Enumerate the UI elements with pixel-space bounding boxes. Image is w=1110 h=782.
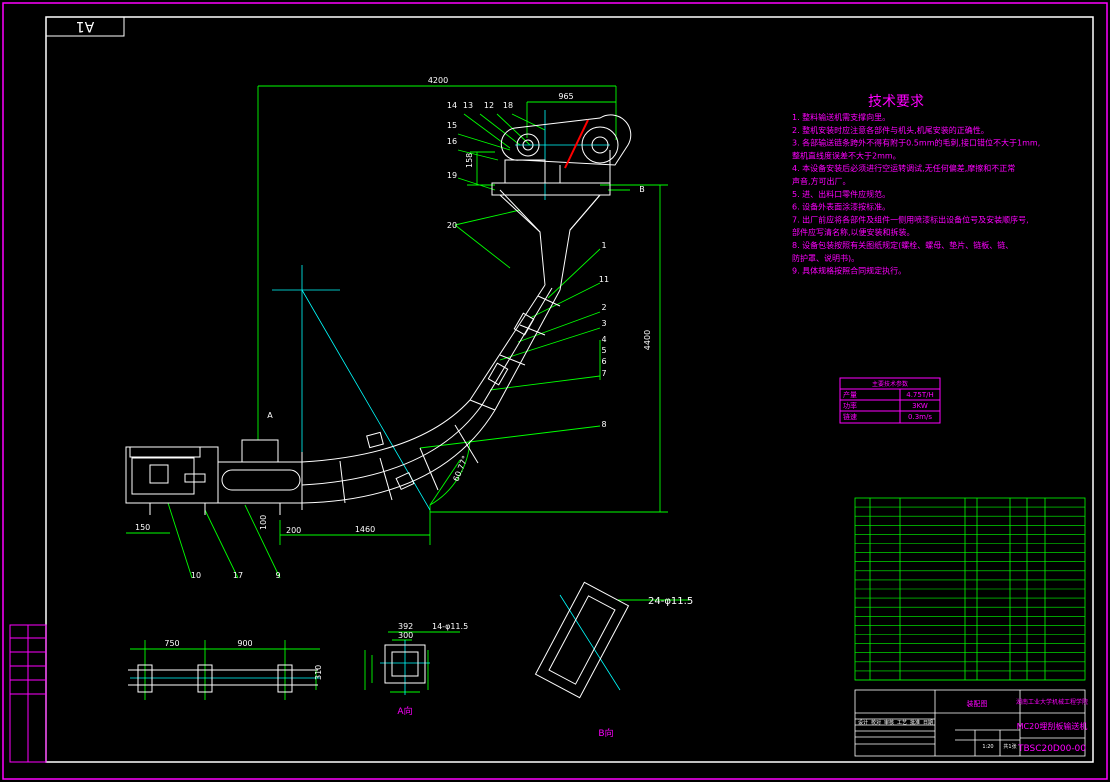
param-name: 功率 bbox=[843, 401, 857, 410]
drawing-name: MC20埋刮板输送机 bbox=[1017, 721, 1088, 731]
balloon-5: 5 bbox=[601, 346, 606, 355]
dim-300: 300 bbox=[398, 631, 413, 640]
dimension-texts: 4200 965 4400 150 100 200 1460 750 900 3… bbox=[135, 76, 693, 680]
dim-200: 200 bbox=[286, 526, 301, 535]
tech-lines: 1. 整料输送机需支撑向里。 2. 整机安装时应注意各部件与机头,机尾安装的正确性… bbox=[792, 112, 1040, 276]
balloon-3: 3 bbox=[601, 319, 606, 328]
tech-line: 8. 设备包装按照有关图纸规定(螺栓、螺母、垫片、链板、链、 bbox=[792, 240, 1013, 250]
dim-1460: 1460 bbox=[355, 525, 375, 534]
balloon-6: 6 bbox=[601, 357, 606, 366]
dim-150: 150 bbox=[135, 523, 150, 532]
dim-14-holes: 14-φ11.5 bbox=[432, 622, 468, 631]
dim-750: 750 bbox=[164, 639, 179, 648]
conveyor-body bbox=[125, 114, 632, 699]
balloon-4: 4 bbox=[601, 335, 606, 344]
sheet-count: 共1张 bbox=[1003, 743, 1016, 750]
title-block-label: 校对 bbox=[871, 719, 881, 726]
drawing-number: TBSC20D00-00 bbox=[1017, 744, 1086, 754]
tech-line: 9. 具体规格按照合同规定执行。 bbox=[792, 266, 906, 276]
tech-line: 声音,方可出厂。 bbox=[792, 176, 851, 186]
corner-label-box bbox=[45, 16, 125, 37]
params-table bbox=[839, 377, 941, 424]
balloon-2: 2 bbox=[601, 303, 606, 312]
tech-line: 防护罩、说明书)。 bbox=[792, 253, 859, 263]
dim-height: 4400 bbox=[643, 330, 652, 350]
balloon-8: 8 bbox=[601, 420, 606, 429]
title-block-label: 审核 bbox=[884, 719, 894, 726]
balloon-18: 18 bbox=[503, 101, 513, 110]
tech-line: 整机直线度误差不大于2mm。 bbox=[792, 150, 901, 160]
balloon-17: 17 bbox=[233, 571, 243, 580]
tech-line: 1. 整料输送机需支撑向里。 bbox=[792, 112, 890, 122]
balloon-15: 15 bbox=[447, 121, 457, 130]
balloon-1: 1 bbox=[601, 241, 606, 250]
tech-line: 3. 各部输送链条跨外不得有附于0.5mm的毛刺,接口错位不大于1mm, bbox=[792, 138, 1040, 148]
tech-line: 4. 本设备安装后必须进行空运转调试,无任何偏差,摩擦和不正常 bbox=[792, 163, 1015, 173]
tech-title: 技术要求 bbox=[868, 94, 924, 110]
balloon-13: 13 bbox=[463, 101, 473, 110]
left-binding-column bbox=[9, 624, 47, 763]
tech-line: 7. 出厂前应将各部件及组件一侧用喷漆标出设备位号及安装顺序号, bbox=[792, 214, 1029, 224]
balloon-10: 10 bbox=[191, 571, 201, 580]
param-value: 4.75T/H bbox=[906, 391, 933, 399]
dim-310: 310 bbox=[314, 665, 323, 680]
param-name: 链速 bbox=[843, 412, 857, 421]
balloon-16: 16 bbox=[447, 137, 457, 146]
dim-900: 900 bbox=[237, 639, 252, 648]
balloon-14: 14 bbox=[447, 101, 457, 110]
a-view-label: A向 bbox=[397, 705, 412, 717]
dim-24-holes: 24-φ11.5 bbox=[648, 596, 693, 607]
material-label: 装配图 bbox=[967, 699, 988, 708]
params-cells: 产量 4.75T/H 功率 3KW 链速 0.3m/s bbox=[843, 390, 934, 421]
balloon-A: A bbox=[267, 411, 273, 420]
dim-158: 158 bbox=[465, 153, 474, 168]
scale: 1:20 bbox=[982, 744, 993, 750]
balloon-20: 20 bbox=[447, 221, 457, 230]
title-block-labels: 设计校对审核工艺批准日期 bbox=[858, 719, 933, 726]
dim-392: 392 bbox=[398, 622, 413, 631]
b-view-label: B向 bbox=[598, 727, 613, 739]
dim-top-width: 965 bbox=[558, 92, 573, 101]
red-highlight-line bbox=[564, 119, 589, 169]
tech-line: 部件应写清名称,以便安装和拆装。 bbox=[792, 227, 915, 237]
param-value: 0.3m/s bbox=[908, 413, 932, 421]
param-name: 产量 bbox=[843, 390, 857, 399]
balloon-11: 11 bbox=[599, 275, 609, 284]
inner-border bbox=[45, 16, 1094, 763]
title-block-label: 日期 bbox=[923, 720, 933, 726]
title-block-label: 批准 bbox=[910, 719, 920, 726]
balloon-9: 9 bbox=[275, 571, 280, 580]
title-block-label: 设计 bbox=[858, 719, 868, 726]
title-block-label: 工艺 bbox=[897, 720, 907, 726]
dim-100: 100 bbox=[259, 515, 268, 530]
dim-overall-width: 4200 bbox=[428, 76, 448, 85]
balloon-12: 12 bbox=[484, 101, 494, 110]
tech-line: 6. 设备外表面涂漆按标准。 bbox=[792, 202, 890, 212]
tech-line: 5. 进、出料口零件应规范。 bbox=[792, 189, 890, 199]
corner-label: A1 bbox=[76, 18, 94, 34]
centerlines bbox=[130, 110, 621, 695]
params-title: 主要技术参数 bbox=[872, 380, 908, 388]
balloon-B: B bbox=[639, 185, 645, 194]
balloon-7: 7 bbox=[601, 369, 606, 378]
param-value: 3KW bbox=[912, 402, 928, 410]
company-name: 湖南工业大学机械工程学院 bbox=[1016, 698, 1088, 706]
tech-line: 2. 整机安装时应注意各部件与机头,机尾安装的正确性。 bbox=[792, 125, 989, 135]
dimension-lines bbox=[126, 85, 690, 700]
title-block bbox=[854, 689, 1086, 757]
parts-list-rows bbox=[855, 506, 1085, 681]
balloon-19: 19 bbox=[447, 171, 457, 180]
